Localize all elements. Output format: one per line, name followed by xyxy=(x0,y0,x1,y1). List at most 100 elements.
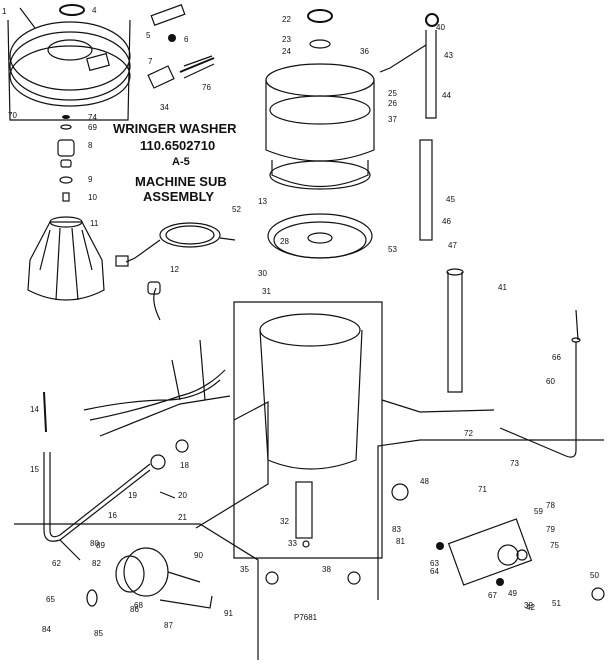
part-label: 63 xyxy=(430,559,439,568)
part-label: 5 xyxy=(146,31,151,40)
part-label: 9 xyxy=(88,175,93,184)
part-label: 80 xyxy=(90,539,99,548)
part-label: 7 xyxy=(148,57,153,66)
caster-parts xyxy=(265,571,361,585)
part-label: 21 xyxy=(178,513,187,522)
title-line-3: A-5 xyxy=(172,156,190,168)
tub-assembly xyxy=(265,9,375,259)
part-label: 12 xyxy=(170,265,179,274)
part-label: 40 xyxy=(436,23,445,32)
agitator-stack xyxy=(27,115,105,301)
part-label: 65 xyxy=(46,595,55,604)
part-label: 81 xyxy=(396,537,405,546)
part-label: 72 xyxy=(464,429,473,438)
part-label: 89 xyxy=(96,541,105,550)
title-line-2: 110.6502710 xyxy=(140,138,215,153)
part-label: 87 xyxy=(164,621,173,630)
part-label: 62 xyxy=(52,559,61,568)
part-label: 79 xyxy=(546,525,555,534)
footer-code: P7681 xyxy=(294,613,318,622)
part-label: 75 xyxy=(550,541,559,550)
part-label: 52 xyxy=(232,205,241,214)
title-line-4: MACHINE SUB xyxy=(135,174,227,189)
part-label: 74 xyxy=(88,113,97,122)
part-label: 41 xyxy=(498,283,507,292)
part-label: 31 xyxy=(262,287,271,296)
part-label: 16 xyxy=(108,511,117,520)
drain-hose xyxy=(43,391,189,542)
part-label: 25 xyxy=(388,89,397,98)
part-label: 38 xyxy=(322,565,331,574)
part-label: 90 xyxy=(194,551,203,560)
part-label: 4 xyxy=(92,6,97,15)
valve-parts xyxy=(147,4,215,89)
part-label: 73 xyxy=(510,459,519,468)
part-label: 48 xyxy=(420,477,429,486)
part-label: 83 xyxy=(392,525,401,534)
part-label: 45 xyxy=(446,195,455,204)
part-label: 15 xyxy=(30,465,39,474)
part-label: 86 xyxy=(130,605,139,614)
power-cord xyxy=(115,222,236,321)
part-label: 26 xyxy=(388,99,397,108)
part-label: 1 xyxy=(2,7,7,16)
part-label: 11 xyxy=(90,219,99,228)
part-label: 53 xyxy=(388,245,397,254)
part-label: 69 xyxy=(88,123,97,132)
part-label: 22 xyxy=(282,15,291,24)
part-label: 84 xyxy=(42,625,51,634)
part-label: 42 xyxy=(526,603,535,612)
part-label: 6 xyxy=(184,35,189,44)
part-label: 91 xyxy=(224,609,233,618)
motor-assembly xyxy=(14,523,259,660)
part-label: 28 xyxy=(280,237,289,246)
part-label: 47 xyxy=(448,241,457,250)
part-label: 35 xyxy=(240,565,249,574)
part-label: 85 xyxy=(94,629,103,638)
wiring-harness xyxy=(83,339,231,437)
part-label: 67 xyxy=(488,591,497,600)
title-line-5: ASSEMBLY xyxy=(143,189,214,204)
part-label: 71 xyxy=(478,485,487,494)
outer-tub xyxy=(233,301,383,559)
wringer-post xyxy=(379,13,581,458)
part-label: 23 xyxy=(282,35,291,44)
part-label: 76 xyxy=(202,83,211,92)
part-label: 20 xyxy=(178,491,187,500)
part-label: 24 xyxy=(282,47,291,56)
part-label: 60 xyxy=(546,377,555,386)
part-label: 34 xyxy=(160,103,169,112)
leader-lines xyxy=(195,399,495,529)
part-label: 30 xyxy=(258,269,267,278)
part-label: 78 xyxy=(546,501,555,510)
title-line-1: WRINGER WASHER xyxy=(113,121,237,136)
part-label: 70 xyxy=(8,111,17,120)
part-label: 10 xyxy=(88,193,97,202)
part-label: 33 xyxy=(288,539,297,548)
part-label: 66 xyxy=(552,353,561,362)
transmission-assembly xyxy=(377,439,605,601)
part-label: 18 xyxy=(180,461,189,470)
part-label: 8 xyxy=(88,141,93,150)
title-block: WRINGER WASHER 110.6502710 A-5 MACHINE S… xyxy=(113,121,237,204)
part-label: 68 xyxy=(134,601,143,610)
part-label: 51 xyxy=(552,599,561,608)
part-label: 32 xyxy=(280,517,289,526)
part-label: 37 xyxy=(388,115,397,124)
part-label: 39 xyxy=(524,601,533,610)
part-label: 19 xyxy=(128,491,137,500)
part-label: 13 xyxy=(258,197,267,206)
part-label: 82 xyxy=(92,559,101,568)
part-label: 36 xyxy=(360,47,369,56)
part-label: 64 xyxy=(430,567,439,576)
part-label: 43 xyxy=(444,51,453,60)
part-labels: 1 4 5 6 7 8 9 10 11 12 13 14 15 16 18 19… xyxy=(2,6,599,638)
part-label: 50 xyxy=(590,571,599,580)
part-label: 44 xyxy=(442,91,451,100)
part-label: 46 xyxy=(442,217,451,226)
part-label: 59 xyxy=(534,507,543,516)
part-label: 14 xyxy=(30,405,39,414)
part-label: 49 xyxy=(508,589,517,598)
lid-assembly xyxy=(7,4,131,121)
